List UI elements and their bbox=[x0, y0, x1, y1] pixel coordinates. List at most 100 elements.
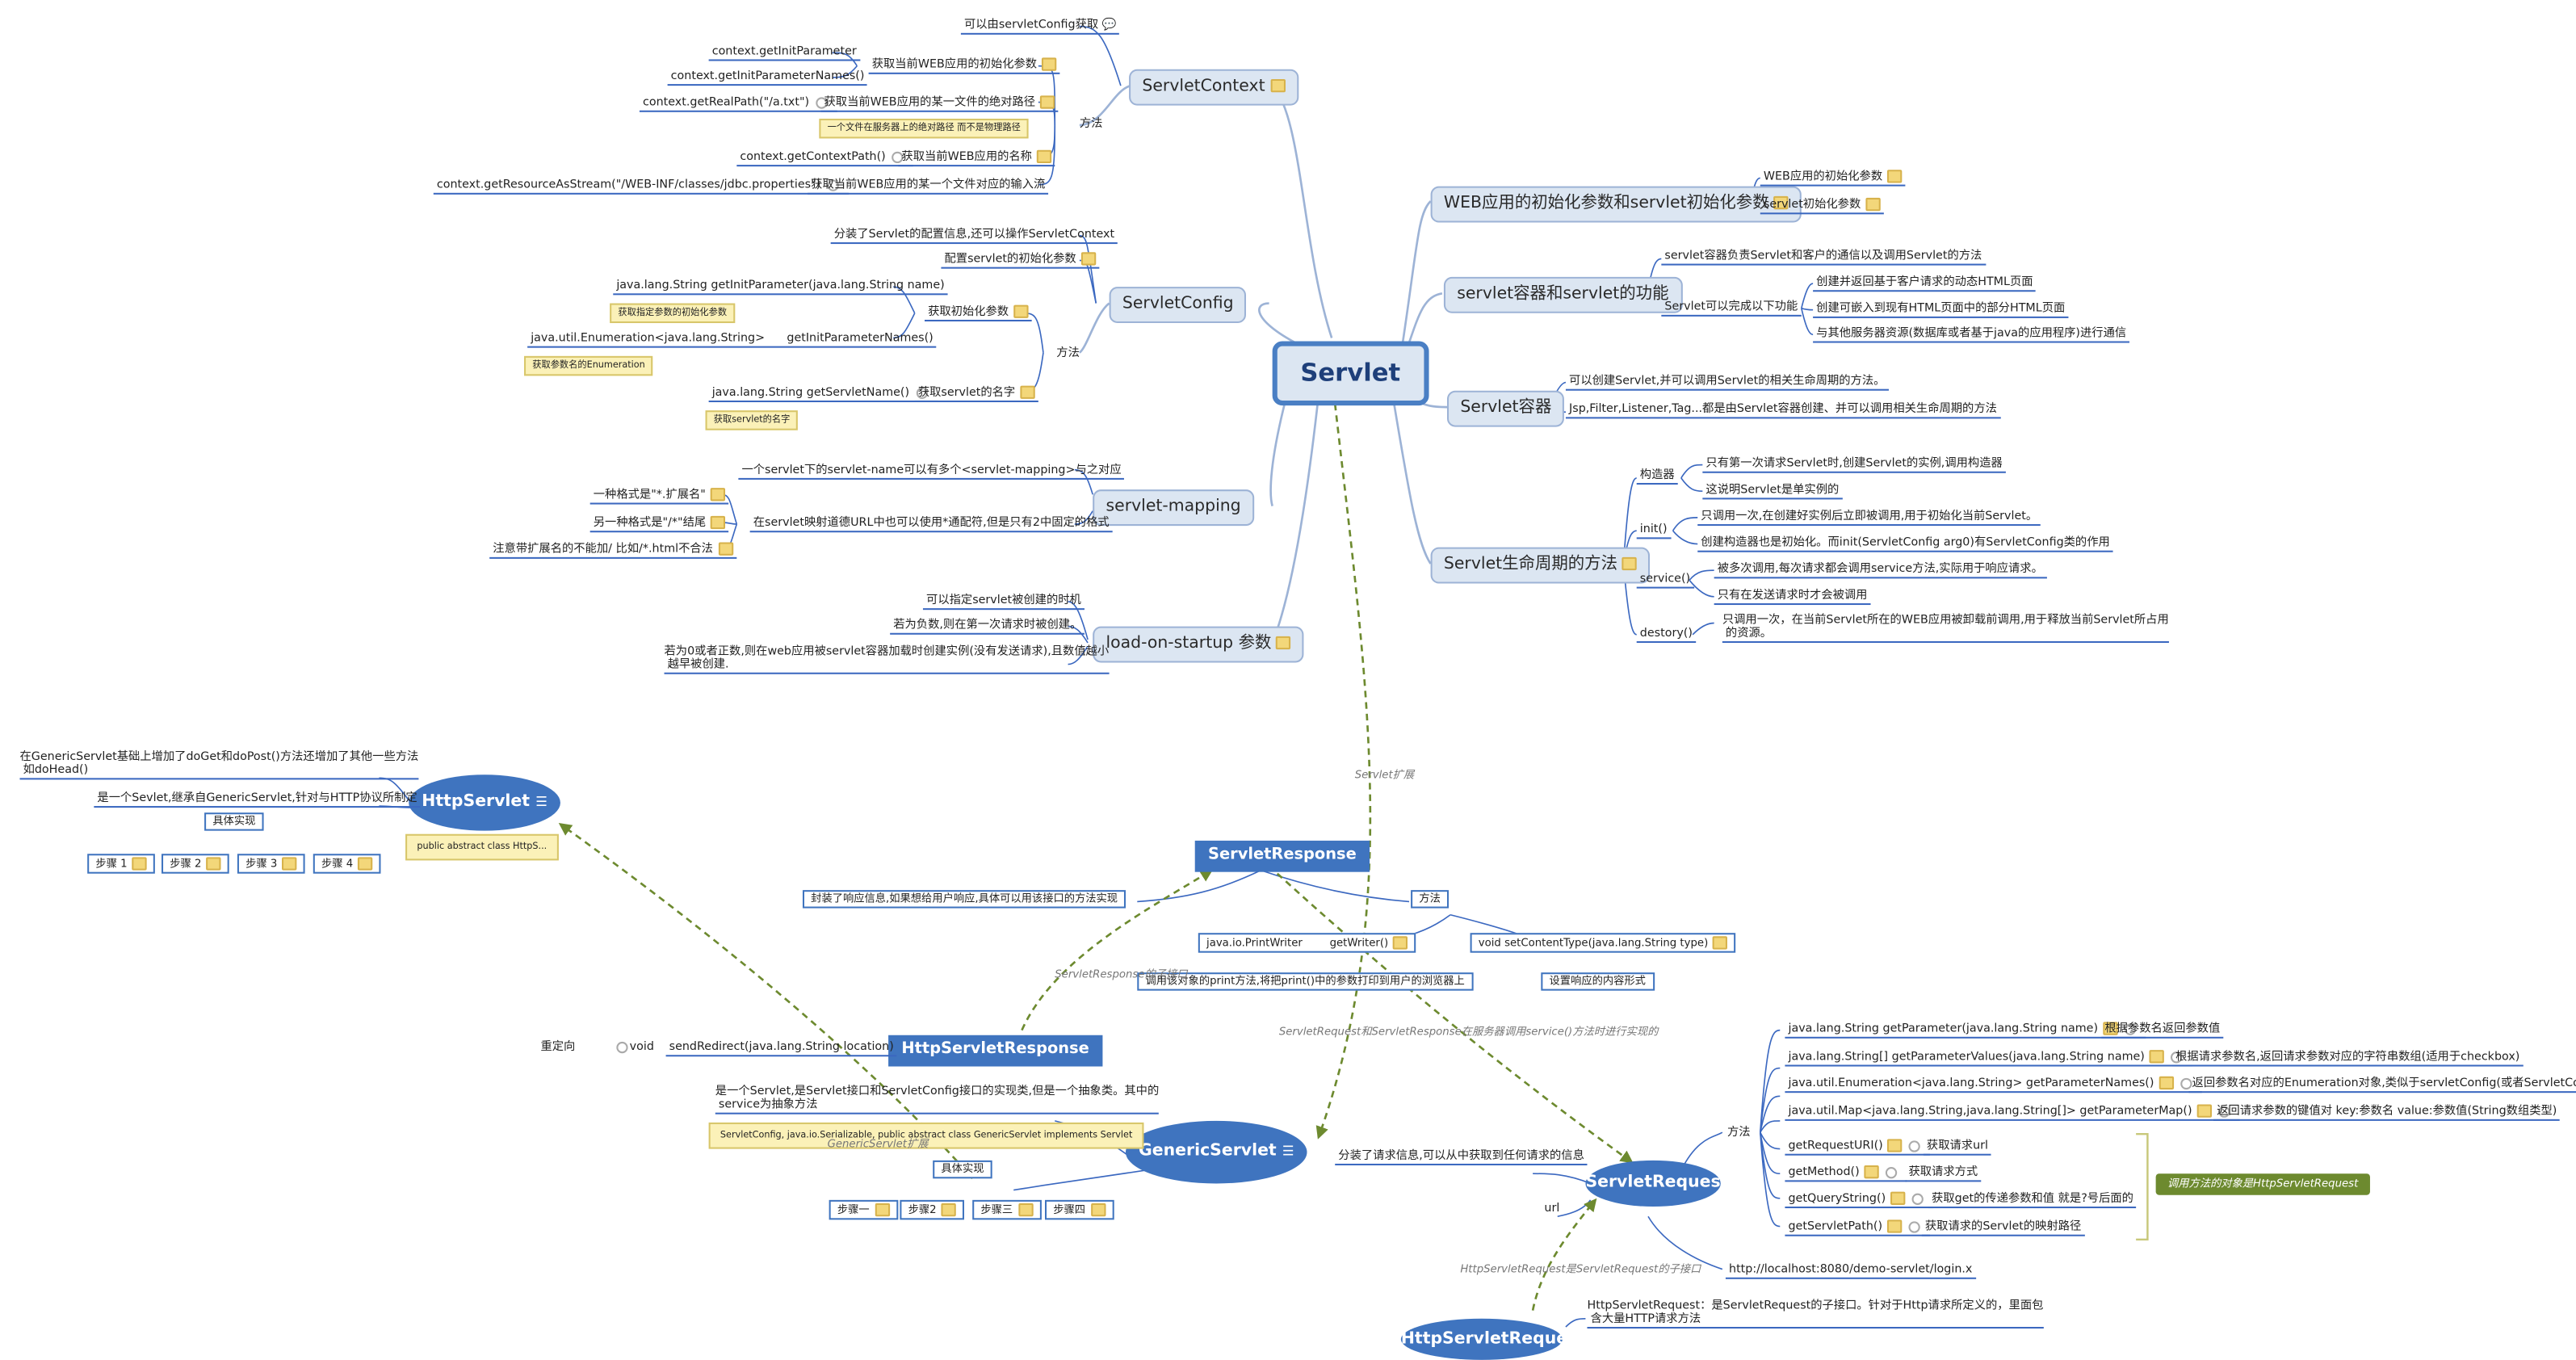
topic-servlet-config[interactable]: ServletConfig bbox=[1109, 287, 1247, 323]
request-bracket-label[interactable]: 调用方法的对象是HttpServletRequest bbox=[2155, 1173, 2370, 1196]
lifecycle-group[interactable]: init() bbox=[1636, 523, 1671, 539]
topic-servlet-container[interactable]: Servlet容器 bbox=[1446, 390, 1565, 426]
request-method-desc[interactable]: 返回请求参数的键值对 key:参数名 value:参数值(String数组类型) bbox=[2213, 1104, 2561, 1121]
lifecycle-group[interactable]: 构造器 bbox=[1636, 468, 1678, 485]
context-method-code[interactable]: context.getRealPath("/a.txt") bbox=[639, 95, 837, 112]
request-method-code[interactable]: java.util.Map<java.lang.String,java.lang… bbox=[1785, 1104, 2240, 1121]
config-method-code[interactable]: java.lang.String getServletName() bbox=[708, 386, 938, 403]
topic-servlet-context[interactable]: ServletContext bbox=[1129, 69, 1298, 105]
response-method[interactable]: java.io.PrintWriter getWriter() bbox=[1198, 933, 1416, 954]
context-method-desc[interactable]: 获取当前WEB应用的某一文件的绝对路径 bbox=[820, 95, 1059, 112]
topic-servlet-response[interactable]: ServletResponse bbox=[1194, 840, 1370, 872]
container-item[interactable]: Jsp,Filter,Listener,Tag...都是由Servlet容器创建… bbox=[1565, 402, 2001, 419]
request-method-desc[interactable]: 获取请求url bbox=[1923, 1139, 1992, 1156]
redirect-label[interactable]: 重定向 bbox=[540, 1039, 576, 1054]
request-method-desc[interactable]: 获取get的传递参数和值 就是?号后面的 bbox=[1928, 1192, 2138, 1209]
lifecycle-group[interactable]: destory() bbox=[1636, 627, 1697, 644]
response-item[interactable]: 封装了响应信息,如果想给用户响应,具体可以用该接口的方法实现 bbox=[802, 890, 1126, 909]
request-method-desc[interactable]: 返回参数名对应的Enumeration对象,类似于servletConfig(或… bbox=[2188, 1077, 2576, 1093]
request-method-code[interactable]: getQueryString() bbox=[1785, 1191, 1934, 1209]
topic-servlet-mapping[interactable]: servlet-mapping bbox=[1093, 489, 1254, 526]
response-method-label[interactable]: 方法 bbox=[1411, 890, 1450, 909]
topic-http-servlet-response[interactable]: HttpServletResponse bbox=[888, 1035, 1103, 1067]
config-init-params[interactable]: 获取初始化参数 bbox=[925, 304, 1032, 322]
request-method-desc[interactable]: 获取请求方式 bbox=[1905, 1165, 1982, 1182]
startup-item[interactable]: 若为0或者正数,则在web应用被servlet容器加载时创建实例(没有发送请求)… bbox=[664, 644, 1110, 674]
request-method-desc[interactable]: 根据请求参数名,返回请求参数对应的字符串数组(适用于checkbox) bbox=[2172, 1050, 2524, 1067]
container-func-sub[interactable]: 创建可嵌入到现有HTML页面中的部分HTML页面 bbox=[1813, 302, 2069, 319]
request-method-label[interactable]: 方法 bbox=[1726, 1126, 1751, 1140]
topic-web-init-params[interactable]: WEB应用的初始化参数和servlet初始化参数 bbox=[1430, 186, 1802, 222]
web-init-item[interactable]: servlet初始化参数 bbox=[1760, 197, 1884, 215]
mapping-sub[interactable]: 另一种格式是"/*"结尾 bbox=[589, 515, 729, 533]
config-item[interactable]: 配置servlet的初始化参数 bbox=[941, 252, 1100, 269]
context-method-code[interactable]: context.getResourceAsStream("/WEB-INF/cl… bbox=[433, 178, 849, 195]
lifecycle-item[interactable]: 被多次调用,每次请求都会调用service方法,实际用于响应请求。 bbox=[1714, 562, 2046, 579]
startup-item[interactable]: 可以指定servlet被创建的时机 bbox=[922, 594, 1085, 611]
config-item[interactable]: 分装了Servlet的配置信息,还可以操作ServletContext bbox=[830, 228, 1118, 245]
generic-servlet-step[interactable]: 步骤四 bbox=[1044, 1199, 1114, 1221]
request-url-label[interactable]: url bbox=[1544, 1201, 1560, 1215]
http-servlet-step[interactable]: 步骤 2 bbox=[162, 854, 230, 875]
lifecycle-item[interactable]: 这说明Servlet是单实例的 bbox=[1702, 483, 1843, 500]
generic-servlet-step[interactable]: 步骤一 bbox=[829, 1199, 898, 1221]
config-method-code[interactable]: java.lang.String getInitParameter(java.l… bbox=[613, 279, 948, 296]
request-method-desc[interactable]: 根据参数名返回参数值 bbox=[2101, 1022, 2224, 1039]
container-item[interactable]: 可以创建Servlet,并可以调用Servlet的相关生命周期的方法。 bbox=[1565, 374, 1889, 391]
config-method-code[interactable]: java.util.Enumeration<java.lang.String> … bbox=[527, 331, 937, 348]
startup-item[interactable]: 若为负数,则在第一次请求时被创建。 bbox=[890, 618, 1085, 635]
mapping-sub[interactable]: 一种格式是"*.扩展名" bbox=[589, 488, 729, 505]
topic-generic-servlet[interactable]: GenericServlet ☰ bbox=[1126, 1120, 1307, 1184]
context-from-config[interactable]: 可以由servletConfig获取 💬 bbox=[960, 18, 1120, 35]
http-servlet-step[interactable]: 步骤 3 bbox=[237, 854, 305, 875]
generic-servlet-item[interactable]: 是一个Servlet,是Servlet接口和ServletConfig接口的实现… bbox=[715, 1085, 1160, 1114]
topic-servlet-request[interactable]: ServletRequest bbox=[1585, 1160, 1728, 1207]
lifecycle-item[interactable]: 只有第一次请求Servlet时,创建Servlet的实例,调用构造器 bbox=[1702, 456, 2006, 473]
response-method-desc[interactable]: 调用该对象的print方法,将把print()中的参数打印到用户的浏览器上 bbox=[1137, 972, 1474, 992]
topic-container-function[interactable]: servlet容器和servlet的功能 bbox=[1443, 276, 1682, 313]
http-servlet-item[interactable]: 在GenericServlet基础上增加了doGet和doPost()方法还增加… bbox=[19, 750, 419, 780]
central-topic[interactable]: Servlet bbox=[1272, 341, 1429, 406]
lifecycle-group[interactable]: service() bbox=[1636, 572, 1694, 589]
container-func-item[interactable]: Servlet可以完成以下功能 bbox=[1661, 300, 1802, 317]
web-init-item[interactable]: WEB应用的初始化参数 bbox=[1760, 170, 1906, 187]
redirect-return-type[interactable]: void bbox=[629, 1039, 654, 1054]
generic-servlet-step[interactable]: 步骤2 bbox=[900, 1199, 965, 1221]
lifecycle-item[interactable]: 只有在发送请求时才会被调用 bbox=[1714, 589, 1871, 606]
context-method-desc[interactable]: 获取当前WEB应用的某一个文件对应的输入流 bbox=[808, 178, 1049, 195]
context-method-label[interactable]: 方法 bbox=[1079, 116, 1103, 131]
mapping-item[interactable]: 在servlet映射道德URL中也可以使用*通配符,但是只有2中固定的格式 bbox=[749, 516, 1113, 533]
mapping-item[interactable]: 一个servlet下的servlet-name可以有多个<servlet-map… bbox=[738, 464, 1125, 481]
container-func-sub[interactable]: 创建并返回基于客户请求的动态HTML页面 bbox=[1813, 275, 2037, 292]
request-method-code[interactable]: getMethod() bbox=[1785, 1165, 1907, 1182]
context-method-code[interactable]: context.getInitParameterNames() bbox=[667, 69, 868, 86]
context-method-code[interactable]: context.getContextPath() bbox=[736, 150, 914, 167]
http-servlet-step[interactable]: 步骤 1 bbox=[87, 854, 156, 875]
lifecycle-item[interactable]: 只调用一次,在创建好实例后立即被调用,用于初始化当前Servlet。 bbox=[1697, 510, 2041, 527]
request-method-code[interactable]: getRequestURI() bbox=[1785, 1139, 1931, 1156]
http-servlet-item[interactable]: 是一个Sevlet,继承自GenericServlet,针对与HTTP协议所制定 bbox=[94, 791, 421, 808]
context-method-desc[interactable]: 获取当前WEB应用的名称 bbox=[898, 149, 1055, 167]
request-method-code[interactable]: java.util.Enumeration<java.lang.String> … bbox=[1785, 1076, 2202, 1093]
context-method-desc[interactable]: 获取当前WEB应用的初始化参数 bbox=[868, 57, 1060, 74]
response-method[interactable]: void setContentType(java.lang.String typ… bbox=[1470, 933, 1736, 954]
http-servlet-step[interactable]: 步骤 4 bbox=[313, 854, 381, 875]
redirect-method[interactable]: sendRedirect(java.lang.String location) bbox=[665, 1040, 897, 1057]
request-method-code[interactable]: getServletPath() bbox=[1785, 1219, 1931, 1236]
generic-servlet-step[interactable]: 步骤三 bbox=[972, 1199, 1041, 1221]
container-func-sub[interactable]: 与其他服务器资源(数据库或者基于java的应用程序)进行通信 bbox=[1813, 326, 2130, 343]
lifecycle-item[interactable]: 只调用一次，在当前Servlet所在的WEB应用被卸载前调用,用于释放当前Ser… bbox=[1722, 613, 2169, 644]
config-method-desc[interactable]: 获取servlet的名字 bbox=[914, 385, 1038, 403]
request-url[interactable]: http://localhost:8080/demo-servlet/login… bbox=[1725, 1262, 1976, 1279]
lifecycle-item[interactable]: 创建构造器也是初始化。而init(ServletConfig arg0)有Ser… bbox=[1697, 535, 2113, 552]
topic-lifecycle[interactable]: Servlet生命周期的方法 bbox=[1430, 547, 1651, 583]
context-method-code[interactable]: context.getInitParameter bbox=[708, 44, 860, 61]
http-servlet-impl[interactable]: 具体实现 bbox=[204, 812, 264, 832]
topic-load-on-startup[interactable]: load-on-startup 参数 bbox=[1093, 626, 1305, 662]
generic-servlet-impl[interactable]: 具体实现 bbox=[933, 1160, 992, 1180]
config-method-label[interactable]: 方法 bbox=[1056, 346, 1080, 359]
http-request-desc[interactable]: HttpServletRequest：是ServletRequest的子接口。针… bbox=[1587, 1299, 2044, 1329]
request-method-code[interactable]: java.lang.String[] getParameterValues(ja… bbox=[1785, 1050, 2193, 1067]
response-method-desc[interactable]: 设置响应的内容形式 bbox=[1541, 972, 1655, 992]
container-func-item[interactable]: servlet容器负责Servlet和客户的通信以及调用Servlet的方法 bbox=[1661, 249, 1986, 266]
